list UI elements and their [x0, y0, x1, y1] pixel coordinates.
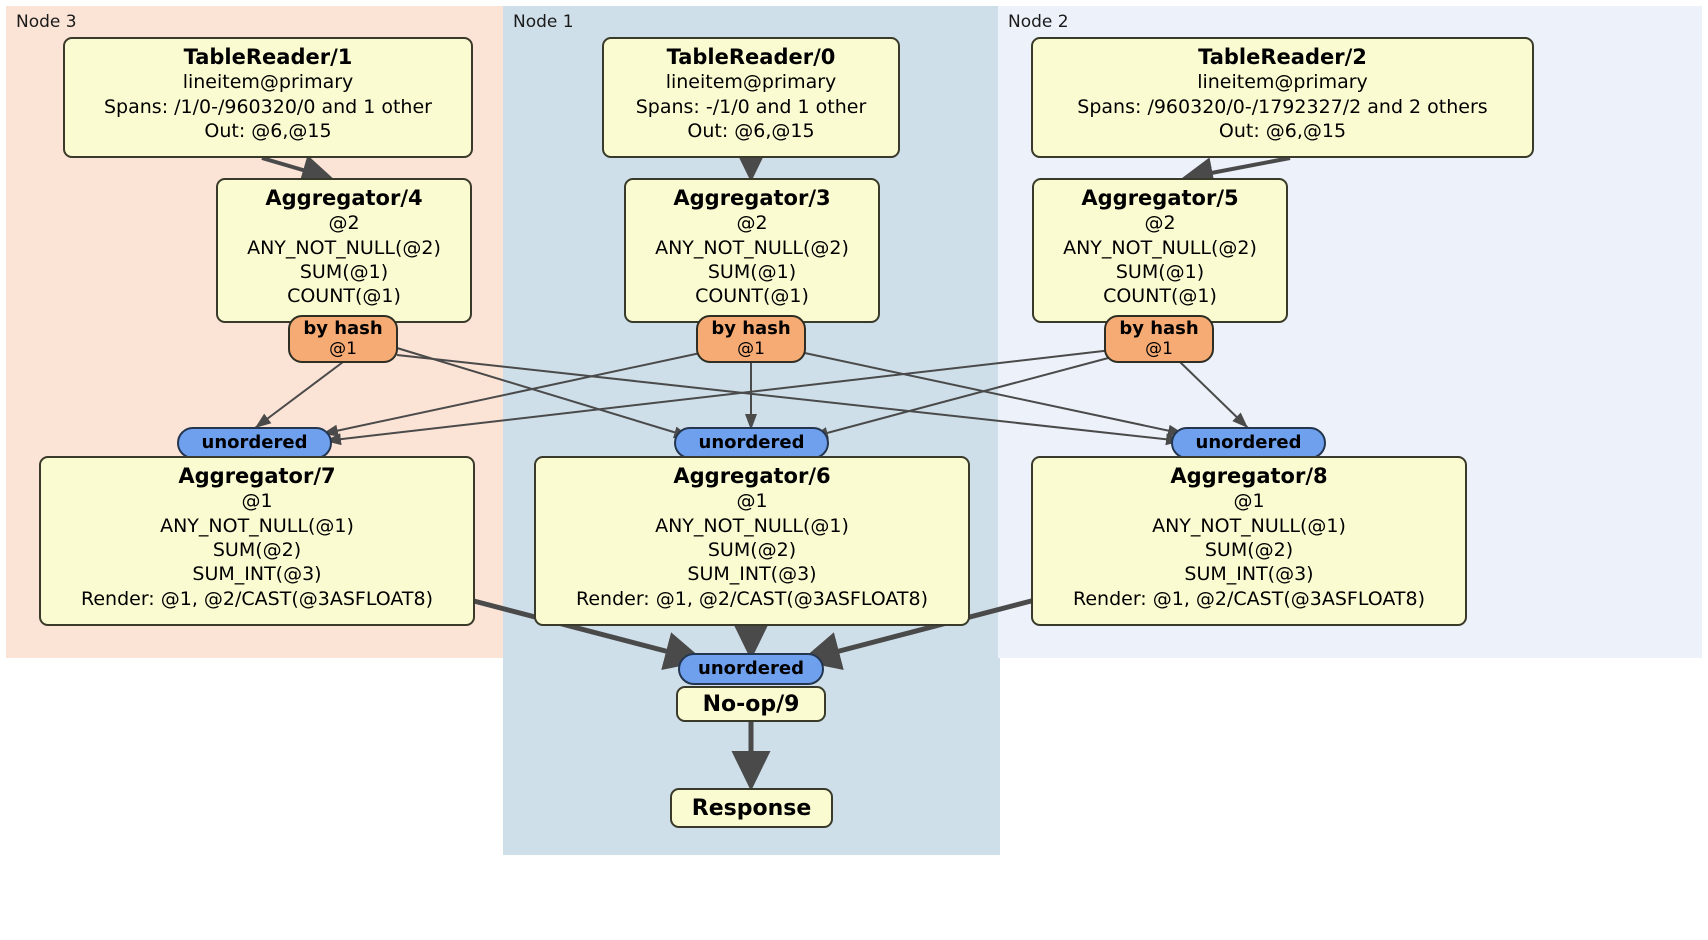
- synchronizer-label: unordered: [201, 431, 308, 453]
- synchronizer-unordered-right[interactable]: unordered: [1171, 427, 1326, 459]
- processor-detail-line: COUNT(@1): [287, 285, 401, 308]
- router-by-hash-right[interactable]: by hash @1: [1104, 315, 1214, 363]
- processor-detail-line: COUNT(@1): [695, 285, 809, 308]
- processor-detail-line: Out: @6,@15: [204, 119, 332, 142]
- router-kind-label: by hash: [711, 318, 791, 340]
- processor-response[interactable]: Response: [670, 788, 833, 828]
- processor-render-line: Render: @1, @2/CAST(@3ASFLOAT8): [576, 587, 928, 610]
- processor-detail-line: SUM(@1): [1115, 260, 1205, 283]
- router-by-hash-center[interactable]: by hash @1: [696, 315, 806, 363]
- processor-detail-line: SUM_INT(@3): [687, 563, 817, 586]
- router-column-label: @1: [737, 339, 765, 360]
- processor-aggregator-4[interactable]: Aggregator/4 @2 ANY_NOT_NULL(@2) SUM(@1)…: [216, 178, 472, 323]
- processor-detail-line: SUM(@2): [707, 538, 797, 561]
- processor-aggregator-7[interactable]: Aggregator/7 @1 ANY_NOT_NULL(@1) SUM(@2)…: [39, 456, 475, 626]
- processor-detail-line: ANY_NOT_NULL(@2): [655, 236, 849, 259]
- processor-detail-line: Spans: /960320/0-/1792327/2 and 2 others: [1077, 95, 1488, 118]
- processor-render-line: Render: @1, @2/CAST(@3ASFLOAT8): [81, 587, 433, 610]
- processor-detail-line: SUM_INT(@3): [192, 563, 322, 586]
- router-kind-label: by hash: [303, 318, 383, 340]
- processor-title: TableReader/2: [1198, 45, 1367, 69]
- processor-aggregator-3[interactable]: Aggregator/3 @2 ANY_NOT_NULL(@2) SUM(@1)…: [624, 178, 880, 323]
- processor-render-line: Render: @1, @2/CAST(@3ASFLOAT8): [1073, 587, 1425, 610]
- router-by-hash-left[interactable]: by hash @1: [288, 315, 398, 363]
- processor-detail-line: Spans: -/1/0 and 1 other: [635, 95, 867, 118]
- processor-aggregator-8[interactable]: Aggregator/8 @1 ANY_NOT_NULL(@1) SUM(@2)…: [1031, 456, 1467, 626]
- processor-title: Aggregator/7: [178, 464, 336, 488]
- synchronizer-unordered-left[interactable]: unordered: [177, 427, 332, 459]
- processor-detail-line: SUM_INT(@3): [1184, 563, 1314, 586]
- router-column-label: @1: [329, 339, 357, 360]
- processor-title: TableReader/1: [183, 45, 353, 69]
- processor-detail-line: ANY_NOT_NULL(@2): [247, 236, 441, 259]
- processor-detail-line: ANY_NOT_NULL(@2): [1063, 236, 1257, 259]
- synchronizer-unordered-center[interactable]: unordered: [674, 427, 829, 459]
- processor-title: Aggregator/4: [265, 186, 423, 210]
- synchronizer-label: unordered: [698, 431, 805, 453]
- processor-detail-line: @1: [241, 490, 273, 513]
- processor-detail-line: ANY_NOT_NULL(@1): [160, 514, 354, 537]
- processor-title: Aggregator/8: [1170, 464, 1328, 488]
- processor-title: Aggregator/5: [1081, 186, 1239, 210]
- synchronizer-label: unordered: [1195, 431, 1302, 453]
- node-label-node1: Node 1: [513, 12, 574, 32]
- node-label-node3: Node 3: [16, 12, 77, 32]
- processor-aggregator-6[interactable]: Aggregator/6 @1 ANY_NOT_NULL(@1) SUM(@2)…: [534, 456, 970, 626]
- processor-title: No-op/9: [702, 691, 800, 717]
- router-column-label: @1: [1145, 339, 1173, 360]
- processor-noop-9[interactable]: No-op/9: [676, 686, 826, 722]
- processor-detail-line: SUM(@1): [299, 260, 389, 283]
- processor-detail-line: @2: [736, 212, 768, 235]
- processor-detail-line: ANY_NOT_NULL(@1): [1152, 514, 1346, 537]
- processor-detail-line: ANY_NOT_NULL(@1): [655, 514, 849, 537]
- processor-detail-line: Out: @6,@15: [687, 119, 815, 142]
- processor-detail-line: @2: [328, 212, 360, 235]
- processor-detail-line: SUM(@2): [1204, 538, 1294, 561]
- processor-detail-line: SUM(@2): [212, 538, 302, 561]
- processor-detail-line: Out: @6,@15: [1218, 119, 1347, 142]
- processor-detail-line: SUM(@1): [707, 260, 797, 283]
- processor-tablereader-2[interactable]: TableReader/2 lineitem@primary Spans: /9…: [1031, 37, 1534, 158]
- processor-tablereader-1[interactable]: TableReader/1 lineitem@primary Spans: /1…: [63, 37, 473, 158]
- processor-detail-line: @1: [736, 490, 768, 513]
- processor-detail-line: @2: [1144, 212, 1176, 235]
- processor-title: Response: [691, 795, 812, 821]
- processor-detail-line: @1: [1233, 490, 1265, 513]
- processor-detail-line: COUNT(@1): [1103, 285, 1217, 308]
- synchronizer-unordered-final[interactable]: unordered: [678, 653, 824, 685]
- processor-tablereader-0[interactable]: TableReader/0 lineitem@primary Spans: -/…: [602, 37, 900, 158]
- processor-detail-line: Spans: /1/0-/960320/0 and 1 other: [104, 95, 432, 118]
- processor-aggregator-5[interactable]: Aggregator/5 @2 ANY_NOT_NULL(@2) SUM(@1)…: [1032, 178, 1288, 323]
- processor-title: Aggregator/6: [673, 464, 831, 488]
- processor-title: Aggregator/3: [673, 186, 831, 210]
- router-kind-label: by hash: [1119, 318, 1199, 340]
- synchronizer-label: unordered: [698, 657, 804, 679]
- processor-detail-line: lineitem@primary: [182, 71, 354, 94]
- processor-detail-line: lineitem@primary: [665, 71, 837, 94]
- processor-detail-line: lineitem@primary: [1197, 71, 1368, 94]
- processor-title: TableReader/0: [666, 45, 836, 69]
- node-label-node2: Node 2: [1008, 12, 1069, 32]
